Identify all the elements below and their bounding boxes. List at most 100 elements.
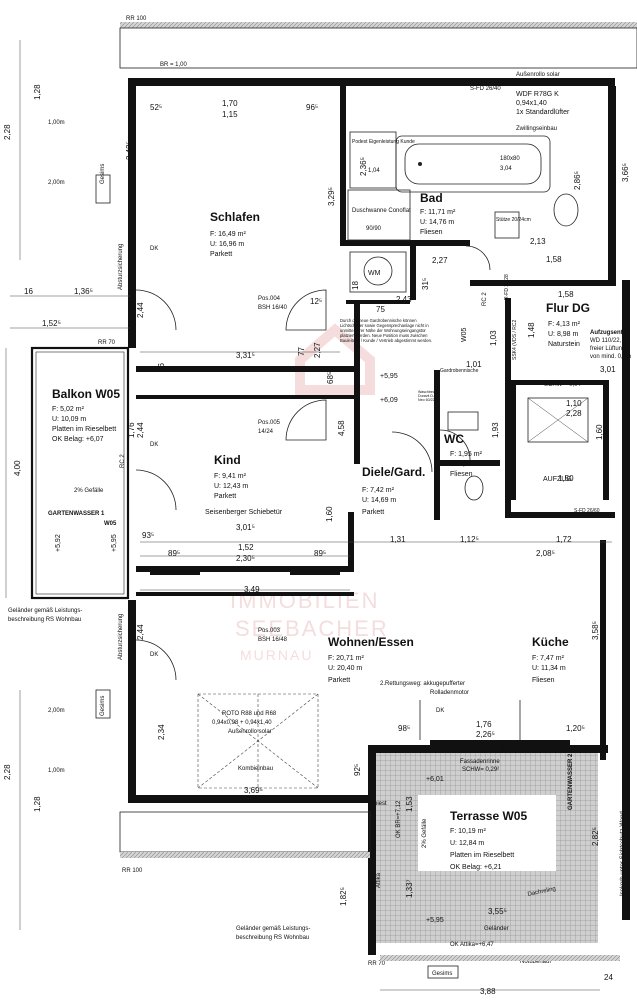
annotations: RR 100 BR = 1,00 Außenrollo solar S-FD 2… — [8, 16, 631, 977]
dim-213: 2,13 — [530, 237, 546, 246]
dim-110: 1,10 — [566, 399, 582, 408]
bathtub — [395, 135, 551, 193]
aufzug-label: AUFZUG — [543, 476, 572, 483]
ssk-label: SSK4 (VDS / RC2 — [512, 319, 518, 360]
bathtub-size: 180x80 — [500, 156, 520, 162]
dim-77: 77 — [297, 347, 306, 356]
terrasse-name: Terrasse W05 — [450, 809, 527, 823]
aufzug-note-1: Aufzugsentra — [590, 330, 629, 336]
diele-name: Diele/Gard. — [362, 465, 425, 479]
bsh004-label: BSH 16/40 — [258, 305, 288, 311]
gelaender1b-label: beschreibung RS Wohnbau — [8, 617, 81, 623]
bathtub-height: 3,04 — [500, 166, 512, 172]
elevator-cabin — [527, 397, 589, 443]
kind-floor: Parkett — [214, 493, 236, 500]
rr100-top: RR 100 — [126, 16, 147, 22]
diele-area: F: 7,42 m² — [362, 487, 395, 494]
wohnen-perimeter: U: 20,40 m — [328, 665, 362, 672]
gelaender-t-label: Geländer — [484, 926, 509, 932]
room-kind: Kind F: 9,41 m² U: 12,43 m Parkett Seise… — [205, 453, 283, 516]
kind-name: Kind — [214, 453, 241, 467]
dim-101: 1,01 — [466, 360, 482, 369]
dim-301: 3,01 — [600, 365, 616, 374]
stuetze-label: Stütze 20/24cm — [496, 217, 531, 223]
bsh003-label: BSH 16/48 — [258, 637, 288, 643]
kombi-label: Kombieinbau — [238, 766, 273, 772]
rettung-label: 2.Rettungsweg: akkugepufferter — [380, 681, 465, 687]
dim-242a: 2,42⁵ — [125, 141, 134, 160]
dk-label-2: DK — [150, 442, 158, 448]
diele-perimeter: U: 14,69 m — [362, 497, 396, 504]
pos003-label: Pos.003 — [258, 628, 281, 634]
dim-244b: 2,44 — [136, 422, 145, 438]
podest-height: 1,04 — [368, 168, 380, 174]
dim-228c: 2,28 — [566, 409, 582, 418]
dk-label-1: DK — [150, 246, 158, 252]
flur-area: F: 4,13 m² — [548, 321, 581, 328]
dim-176b: 1,76 — [127, 422, 136, 438]
dim-965: 96⁵ — [306, 103, 318, 112]
dim-3585: 3,58⁵ — [591, 621, 600, 640]
dim-93: 93⁵ — [142, 531, 154, 540]
room-schlafen: Schlafen F: 16,49 m² U: 16,96 m Parkett — [210, 210, 260, 258]
wohnen-floor: Parkett — [328, 677, 350, 684]
dim-2435: 2,43⁵ — [396, 295, 415, 304]
watermark-text-2: SEEBACHER — [235, 616, 389, 641]
dim-3015: 3,01⁵ — [236, 523, 255, 532]
dim-75: 75 — [376, 305, 385, 314]
wc-basin — [447, 411, 479, 431]
washing-machine-box — [349, 251, 407, 293]
kind-area: F: 9,41 m² — [214, 473, 247, 480]
level-592: +5,92 — [55, 534, 62, 552]
podest-box — [349, 131, 397, 189]
terrasse-floor: Platten im Rieselbett — [450, 852, 514, 859]
balkon-name: Balkon W05 — [52, 387, 120, 401]
dim-2305: 2,30⁵ — [236, 554, 255, 563]
level-609: +6,09 — [380, 397, 398, 404]
dim-153: 1,53 — [405, 796, 414, 812]
room-bad: Bad F: 11,71 m² U: 14,76 m Fliesen — [420, 191, 456, 236]
dim-172: 1,72 — [556, 535, 572, 544]
kueche-name: Küche — [532, 635, 569, 649]
bsh005-label: 14/24 — [258, 429, 274, 435]
schlafen-area: F: 16,49 m² — [210, 231, 246, 238]
dim-92: 92⁵ — [353, 764, 362, 776]
skylight — [197, 693, 319, 789]
gesims-box-2 — [95, 689, 111, 719]
dim-101b: 1,01 — [127, 624, 136, 640]
schlafen-floor: Parkett — [210, 251, 232, 258]
dim-103: 1,03 — [489, 330, 498, 346]
terrasse-perimeter: U: 12,84 m — [450, 840, 484, 847]
aufzug-note-4: von mind. 0,1m — [590, 354, 631, 360]
level-595b: +5,95 — [111, 534, 118, 552]
dim-349: 3,49 — [244, 585, 260, 594]
dim-176c: 1,76 — [476, 720, 492, 729]
absturz-label-1: Absturzsicherung — [118, 244, 124, 290]
dim-128b: 1,28 — [33, 796, 42, 812]
attika-label: Attika — [376, 872, 382, 888]
balkon-perimeter: U: 10,09 m — [52, 416, 86, 423]
doors — [135, 245, 521, 740]
shower-tray — [347, 189, 411, 241]
kueche-area: F: 7,47 m² — [532, 655, 565, 662]
dim-193: 1,93 — [491, 422, 500, 438]
wdf-label: WDF R78G K — [516, 91, 559, 98]
dim-228b: 2,28 — [3, 764, 12, 780]
dim-227b: 2,27 — [313, 342, 322, 358]
gesims-box-3 — [427, 965, 459, 979]
dim-2085: 2,08⁵ — [536, 549, 555, 558]
bad-name: Bad — [420, 191, 443, 205]
dim-234: 2,34 — [157, 724, 166, 740]
kniestock-label: Kniest — [370, 801, 387, 807]
dachreling-label: Dachreling — [527, 886, 556, 898]
gartenwasser1-w05: W05 — [104, 521, 117, 527]
sliding-door-left — [150, 570, 200, 575]
wdf-size: 0,94x1,40 — [516, 100, 547, 107]
rc2-label-c: RC 2 — [482, 292, 488, 306]
dim-200a: 2,00m — [48, 180, 65, 186]
rc2-label-a: RC 2 — [120, 454, 126, 468]
dim-400: 4,00 — [13, 460, 22, 476]
wohnen-area: F: 20,71 m² — [328, 655, 364, 662]
dim-158b: 1,58 — [558, 290, 574, 299]
room-wohnen: Wohnen/Essen F: 20,71 m² U: 20,40 m Park… — [328, 635, 414, 684]
